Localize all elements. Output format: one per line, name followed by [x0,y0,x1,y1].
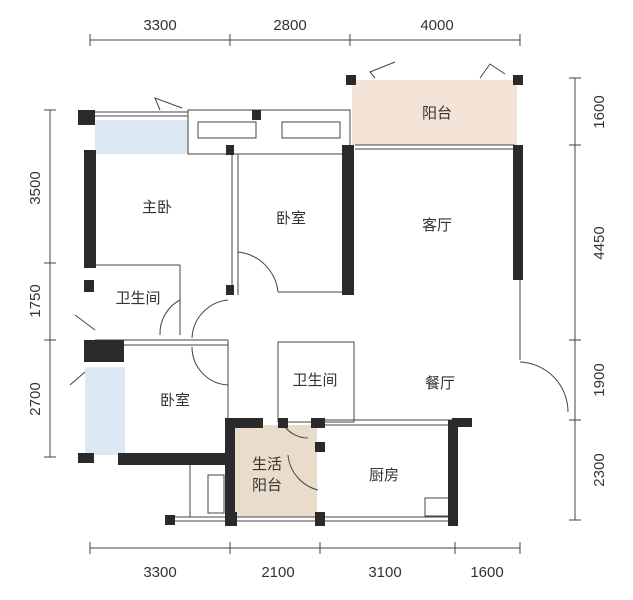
dim-right-4: 2300 [591,453,608,486]
dim-right-2: 4450 [591,226,608,259]
room-label-bathroom-middle: 卫生间 [292,371,337,389]
dimension-bottom: 3300 2100 3100 1600 [89,542,521,581]
dim-left-3: 2700 [27,382,44,415]
walls [78,75,523,526]
room-label-kitchen: 厨房 [369,466,399,484]
dim-bottom-2: 2100 [261,564,294,581]
room-label-master-bedroom: 主卧 [142,198,172,216]
dim-top-1: 3300 [143,17,176,34]
balcony-fill [352,80,517,145]
dim-top-3: 4000 [420,17,453,34]
room-label-bathroom-left: 卫生间 [115,289,160,307]
dim-bottom-4: 1600 [470,564,503,581]
door-swings [69,61,569,491]
dim-right-3: 1900 [591,363,608,396]
master-window-fill [95,120,188,154]
dim-left-2: 1750 [27,284,44,317]
bedroom-window-fill [85,367,125,455]
dim-bottom-1: 3300 [143,564,176,581]
thin-walls [95,109,521,522]
room-label-utility-balcony-1: 生活 [252,455,282,473]
room-label-living-room: 客厅 [422,216,452,234]
dimension-right: 1600 4450 1900 2300 [569,77,608,521]
dimension-left: 3500 1750 2700 [27,109,56,458]
dim-top-2: 2800 [273,17,306,34]
room-label-balcony: 阳台 [422,104,452,122]
dim-bottom-3: 3100 [368,564,401,581]
dim-left-1: 3500 [27,171,44,204]
room-label-bedroom-top: 卧室 [276,209,306,227]
room-label-dining-room: 餐厅 [425,374,455,392]
room-label-utility-balcony-2: 阳台 [252,476,282,494]
room-label-bedroom-bottom: 卧室 [160,391,190,409]
dim-right-1: 1600 [591,95,608,128]
dimension-top: 3300 2800 4000 [89,17,521,46]
utility-balcony-fill [232,425,317,517]
